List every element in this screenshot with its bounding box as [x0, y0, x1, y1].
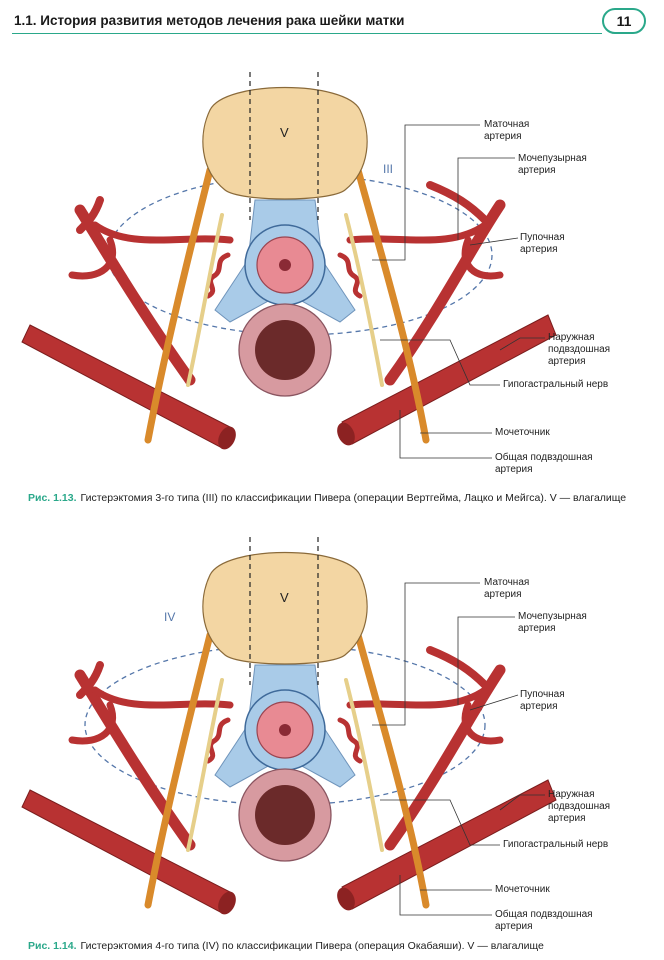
caption-number: Рис. 1.13.	[28, 492, 77, 504]
label-common-iliac: Общая подвздошная артерия	[495, 452, 593, 475]
label-umbilical-artery: Пупочная артерия	[520, 232, 565, 255]
label-ureter: Мочеточник	[495, 427, 550, 438]
page-header: 1.1. История развития методов лечения ра…	[0, 0, 664, 44]
right-top-branch	[426, 181, 489, 224]
left-umbilical-branch	[91, 686, 234, 709]
type-marker: III	[383, 162, 394, 176]
leader-vesical	[457, 616, 515, 705]
leader-uterine	[372, 124, 480, 261]
right-uterine-artery-coil	[337, 252, 363, 299]
label-ureter: Мочеточник	[495, 884, 550, 895]
label-common-iliac: Общая подвздошная артерия	[495, 909, 593, 932]
left-uterine-artery-coil	[205, 717, 231, 764]
right-hypogastric-nerve	[344, 213, 384, 387]
type-marker: IV	[164, 610, 176, 624]
cervical-os	[279, 259, 291, 271]
uterus	[202, 551, 368, 665]
left-vesical-branch	[68, 701, 116, 745]
left-umbilical-branch	[91, 221, 234, 244]
rectum-lumen	[255, 320, 315, 380]
right-ureter	[354, 631, 430, 909]
label-hypogastric-nerve: Гипогастральный нерв	[503, 839, 609, 850]
right-vesical-branch	[461, 236, 504, 280]
vagina-label: V	[280, 590, 289, 605]
leader-umbilical	[469, 694, 519, 711]
right-umbilical-branch	[346, 221, 489, 244]
caption-text: Гистерэктомия 4-го типа (IV) по классифи…	[80, 940, 544, 952]
label-external-iliac: Наружная подвздошная артерия	[548, 789, 611, 824]
figure-1-13: V III Маточная артерия Мочепузырная арте…	[0, 50, 664, 490]
label-vesical-artery: Мочепузырная артерия	[518, 611, 587, 634]
right-iliac-end	[337, 422, 355, 446]
leader-vesical	[457, 157, 515, 240]
left-hypogastric-nerve	[186, 213, 224, 387]
left-hypogastric-nerve	[186, 678, 224, 852]
left-vesical-branch	[68, 236, 116, 280]
figure-caption: Рис. 1.13.Гистерэктомия 3-го типа (III) …	[28, 492, 626, 504]
vagina-label: V	[280, 125, 289, 140]
left-iliac-end	[218, 426, 236, 450]
label-external-iliac: Наружная подвздошная артерия	[548, 332, 611, 367]
anatomy-illustration	[21, 72, 557, 459]
left-external-iliac-artery	[21, 324, 233, 449]
label-umbilical-artery: Пупочная артерия	[520, 689, 565, 712]
right-top-branch	[426, 646, 489, 689]
right-hypogastric-nerve	[344, 678, 384, 852]
right-ureter	[354, 166, 430, 444]
leader-nerve	[380, 339, 500, 386]
chapter-title: 1.1. История развития методов лечения ра…	[14, 13, 405, 28]
figure-1-14: V IV Маточная артерия Мочепузырная артер…	[0, 515, 664, 955]
leader-uterine	[372, 582, 480, 726]
right-uterine-artery-coil	[337, 717, 363, 764]
label-hypogastric-nerve: Гипогастральный нерв	[503, 379, 609, 390]
rectum-lumen	[255, 785, 315, 845]
leader-nerve	[380, 799, 500, 846]
right-iliac-end	[337, 887, 355, 911]
leader-common-iliac	[399, 410, 492, 459]
left-ureter	[144, 166, 214, 444]
caption-number: Рис. 1.14.	[28, 940, 77, 952]
right-vesical-branch	[461, 701, 504, 745]
left-small-branch	[76, 196, 104, 234]
label-uterine-artery: Маточная артерия	[484, 577, 530, 600]
leader-external-iliac	[499, 337, 545, 351]
label-uterine-artery: Маточная артерия	[484, 119, 530, 142]
figure-caption: Рис. 1.14.Гистерэктомия 4-го типа (IV) п…	[28, 940, 544, 952]
right-umbilical-branch	[346, 686, 489, 709]
cervical-os	[279, 724, 291, 736]
resection-boundary	[84, 644, 486, 806]
leader-external-iliac	[499, 794, 545, 811]
page-number-badge: 11	[602, 8, 646, 34]
leader-common-iliac	[399, 875, 492, 916]
label-vesical-artery: Мочепузырная артерия	[518, 153, 587, 176]
left-ureter	[144, 631, 214, 909]
left-uterine-artery-coil	[205, 252, 231, 299]
caption-text: Гистерэктомия 3-го типа (III) по классиф…	[80, 492, 627, 504]
leader-umbilical	[469, 237, 519, 246]
anatomy-illustration	[21, 537, 557, 916]
uterus	[202, 86, 368, 200]
left-iliac-end	[218, 891, 236, 915]
header-divider	[12, 33, 602, 34]
left-small-branch	[76, 661, 104, 699]
left-external-iliac-artery	[21, 789, 233, 914]
